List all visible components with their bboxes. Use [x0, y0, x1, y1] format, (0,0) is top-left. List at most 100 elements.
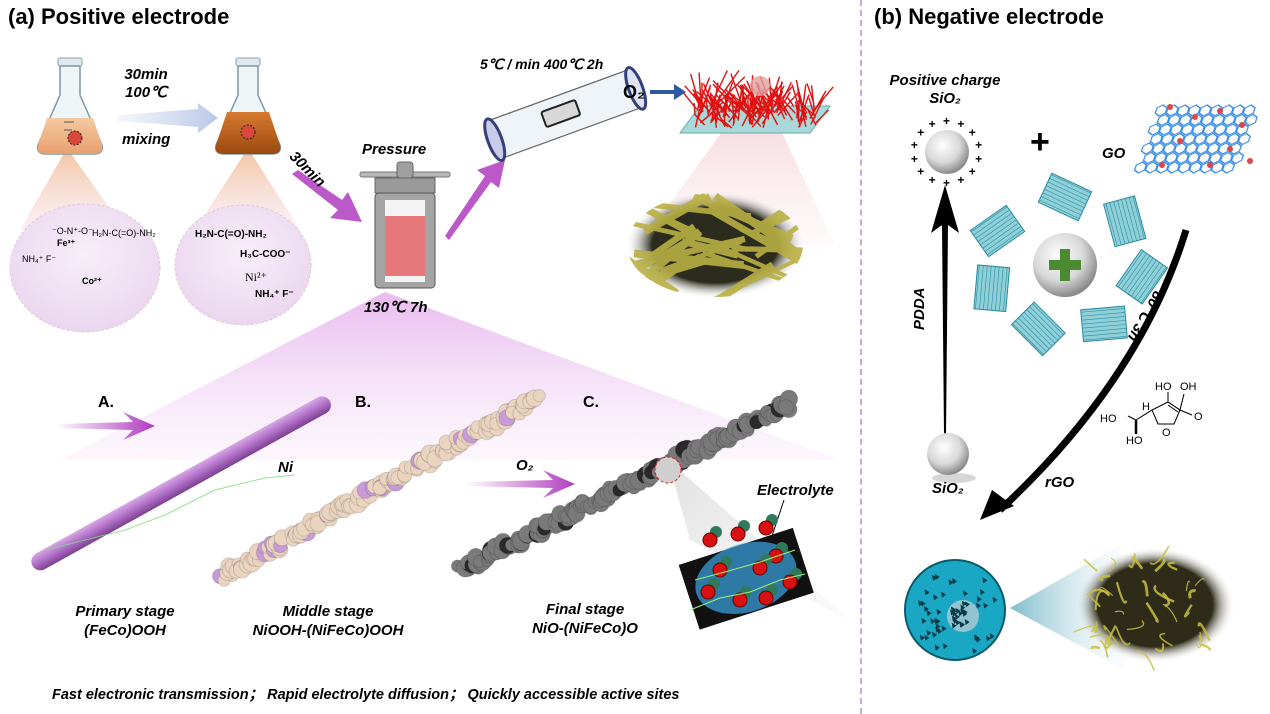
rgo-wrinkle — [951, 615, 957, 622]
nanowire — [773, 86, 793, 108]
bead — [532, 389, 546, 403]
rgo-wrinkle — [952, 578, 958, 585]
ho-group-2: HO — [1155, 381, 1172, 393]
graphene-hexagon — [1213, 123, 1227, 136]
graphene-hexagon — [1210, 161, 1225, 174]
nanowire — [782, 99, 796, 114]
graphene-hexagon — [1147, 123, 1161, 136]
rgo-wrinkle — [963, 590, 969, 597]
rgo-sem-fiber — [1090, 645, 1101, 650]
rgo-sem-fiber — [1159, 632, 1173, 647]
go-sheet-fragment — [1080, 305, 1128, 343]
positive-charge-icon: + — [943, 114, 950, 128]
oxygen-atom — [758, 520, 774, 536]
stage-b-name: Middle stage — [282, 603, 374, 620]
nanowire — [724, 94, 746, 111]
nanowire — [745, 109, 762, 128]
positive-charge-icon: + — [929, 117, 936, 131]
rgo-wrinkle — [933, 594, 939, 601]
rgo-sem-fiber — [1162, 603, 1178, 623]
electrolyte-label: Electrolyte — [757, 482, 834, 499]
zoom-region-marker — [654, 456, 682, 484]
ni-ion: Ni²⁺ — [245, 270, 267, 284]
sem-nanorod — [739, 225, 803, 266]
rgo-wrinkle — [959, 620, 965, 627]
arrow-to-nanowires — [650, 84, 686, 100]
rgo-wrinkle — [941, 625, 947, 632]
positive-charge-icon: + — [943, 176, 950, 190]
nanowire — [694, 108, 701, 128]
nanowire — [795, 79, 805, 114]
positive-charge-icon: + — [969, 126, 976, 140]
rgo-wrinkle — [919, 634, 925, 641]
rgo-wrinkle — [930, 618, 936, 625]
combine-plus-icon: + — [1030, 123, 1050, 161]
oxygen-atom — [702, 532, 718, 548]
rgo-wrinkle — [920, 600, 926, 607]
nanowire — [698, 87, 711, 118]
sem-nanorod — [627, 193, 702, 237]
arrow-into-stage-c — [465, 470, 575, 498]
oxygen-group — [1217, 108, 1223, 114]
urea-right: H₂N-C(=O)-NH₂ — [195, 229, 267, 240]
nanowire — [711, 70, 728, 104]
reduction-arrow — [980, 228, 1190, 520]
graphene-hexagon — [1231, 104, 1245, 117]
go-sheet-fragment — [973, 264, 1011, 313]
autoclave-light-cone — [60, 292, 840, 460]
rgo-sem-fiber — [1128, 553, 1136, 569]
graphene-hexagon — [1199, 161, 1214, 174]
stage-c-marker: C. — [583, 394, 599, 411]
carbonyl-oxygen: O — [1194, 411, 1203, 423]
rgo-wrinkle — [958, 610, 964, 617]
sio2-sphere-icon — [927, 433, 976, 483]
nanowire — [694, 114, 706, 126]
graphene-hexagon — [1176, 104, 1190, 117]
nanowire — [684, 85, 705, 108]
nanowire — [791, 84, 800, 108]
graphene-hexagon — [1193, 132, 1207, 146]
stage-a-marker: A. — [98, 394, 114, 411]
graphene-hexagon — [1167, 113, 1181, 127]
stage-c-reactant: O₂ — [516, 457, 534, 474]
nanowire — [689, 73, 703, 112]
graphene-hexagon — [1158, 123, 1172, 136]
rgo-wrinkle — [931, 574, 937, 581]
nanowire — [747, 107, 756, 121]
graphene-hexagon — [1208, 151, 1223, 165]
graphene-hexagon — [1169, 123, 1183, 136]
rgo-sem-fiber — [1194, 578, 1205, 587]
rgo-wrinkle — [992, 596, 998, 603]
graphene-hexagon — [1206, 142, 1221, 155]
flask-initial-icon — [36, 57, 104, 155]
graphene-hexagon — [1180, 123, 1194, 136]
graphene-hexagon — [1140, 142, 1155, 155]
graphene-hexagon — [1186, 151, 1201, 165]
sio2-label: SiO₂ — [932, 480, 964, 497]
rgo-wrinkle — [926, 629, 932, 636]
sem-nanorod — [712, 193, 801, 257]
graphene-hexagon — [1211, 113, 1225, 127]
rgo-sem-fiber — [1083, 558, 1098, 572]
graphene-hexagon — [1221, 161, 1236, 174]
nanowire — [815, 109, 830, 124]
precursor-left-list: ⁻O-N⁺-O⁻ Fe³⁺ H₂N-C(=O)-NH₂ NH₄⁺ F⁻ Co²⁺ — [22, 225, 156, 287]
graphene-hexagon — [1242, 104, 1256, 117]
rgo-sem-fiber — [1145, 601, 1159, 623]
rgo-wrinkle — [948, 579, 954, 586]
graphene-hexagon — [1144, 161, 1159, 174]
rgo-sem-fiber — [1131, 556, 1144, 570]
charged-sphere-material: SiO₂ — [929, 90, 961, 107]
rgo-sem-fiber — [1154, 643, 1165, 653]
rgo-sem-fiber — [1149, 545, 1170, 565]
positive-charge-icon: + — [969, 164, 976, 178]
rgo-wrinkle — [942, 643, 948, 650]
graphene-hexagon — [1156, 113, 1170, 127]
nanowire — [813, 86, 834, 112]
nanowire — [693, 92, 710, 112]
oxygen-atom — [758, 590, 774, 606]
co-ion: Co²⁺ — [82, 276, 102, 286]
charged-sphere-label: Positive charge — [889, 72, 1001, 89]
rgo-sphere-icon — [904, 559, 1006, 661]
nitrate-fe: ⁻O-N⁺-O⁻ — [52, 226, 93, 236]
